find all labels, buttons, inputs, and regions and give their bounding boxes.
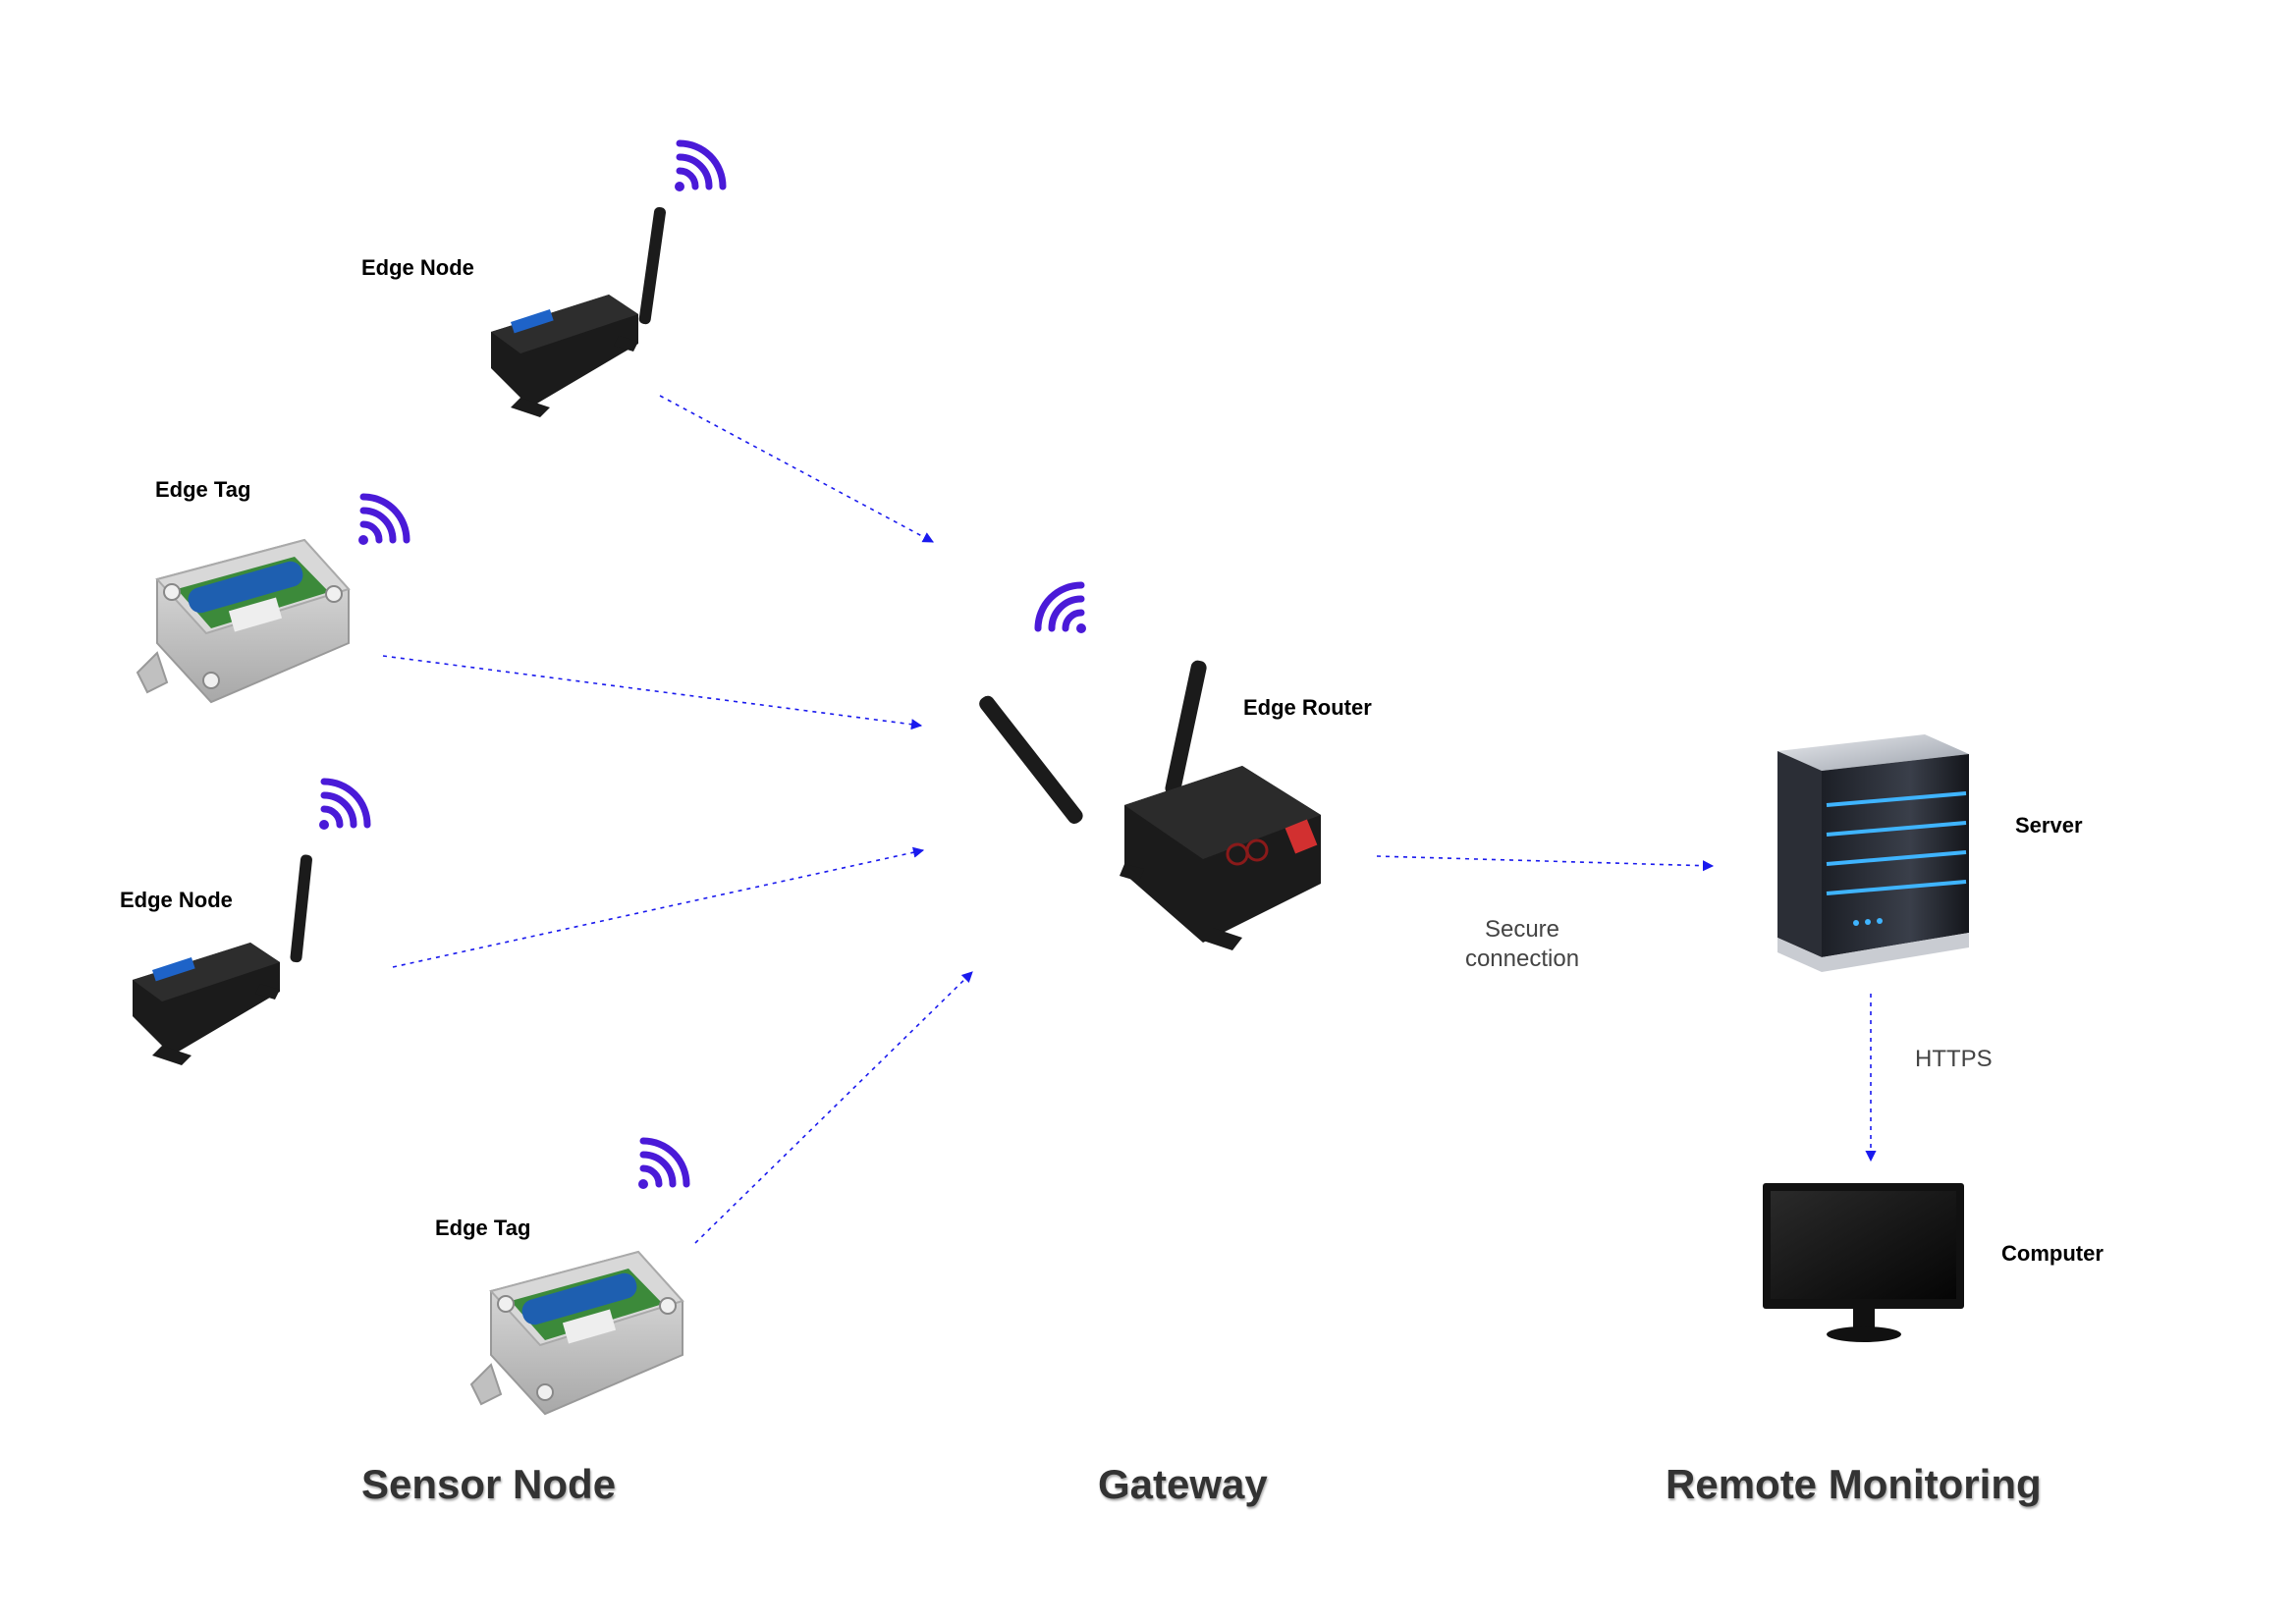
sensor-node-heading: Sensor Node [361, 1461, 617, 1507]
arrow-edge-tag-1-to-router [382, 655, 923, 730]
edge-tag-enclosure-icon [136, 538, 351, 704]
monitor-icon [1763, 1183, 1964, 1342]
edge-router-label: Edge Router [1243, 695, 1372, 720]
edge-node-device-icon [133, 854, 312, 1065]
server-tower-icon [1777, 734, 1969, 972]
edge-tag-enclosure-icon [469, 1250, 684, 1416]
edge-node-1-label: Edge Node [361, 255, 474, 280]
arrow-edge-node-1-to-router [659, 395, 934, 543]
edge-node-2-label: Edge Node [120, 888, 233, 912]
arrow-router-to-server [1376, 855, 1715, 872]
remote-monitoring-heading: Remote Monitoring [1666, 1461, 2042, 1507]
wifi-icon [358, 493, 410, 545]
wifi-icon [675, 139, 727, 191]
edge-tag-2-label: Edge Tag [435, 1216, 531, 1240]
arrows [382, 395, 1877, 1244]
gateway-heading: Gateway [1098, 1461, 1268, 1507]
edge-node-device-icon [491, 206, 666, 417]
wifi-icon [1034, 581, 1086, 633]
arrow-edge-tag-2-to-router [694, 971, 973, 1244]
wifi-icon [638, 1137, 690, 1189]
wifi-icon [319, 778, 371, 830]
secure-connection-label: Secure connection [1453, 915, 1591, 974]
arrow-edge-node-2-to-router [392, 846, 925, 968]
edge-tag-1-label: Edge Tag [155, 477, 251, 502]
wifi-icons [319, 139, 1086, 1189]
server-label: Server [2015, 813, 2083, 838]
https-label: HTTPS [1915, 1046, 1993, 1072]
secure-connection-line2: connection [1464, 946, 1580, 972]
secure-connection-line1: Secure [1484, 916, 1560, 943]
edge-router-device-icon [979, 660, 1321, 950]
computer-label: Computer [2001, 1241, 2104, 1266]
